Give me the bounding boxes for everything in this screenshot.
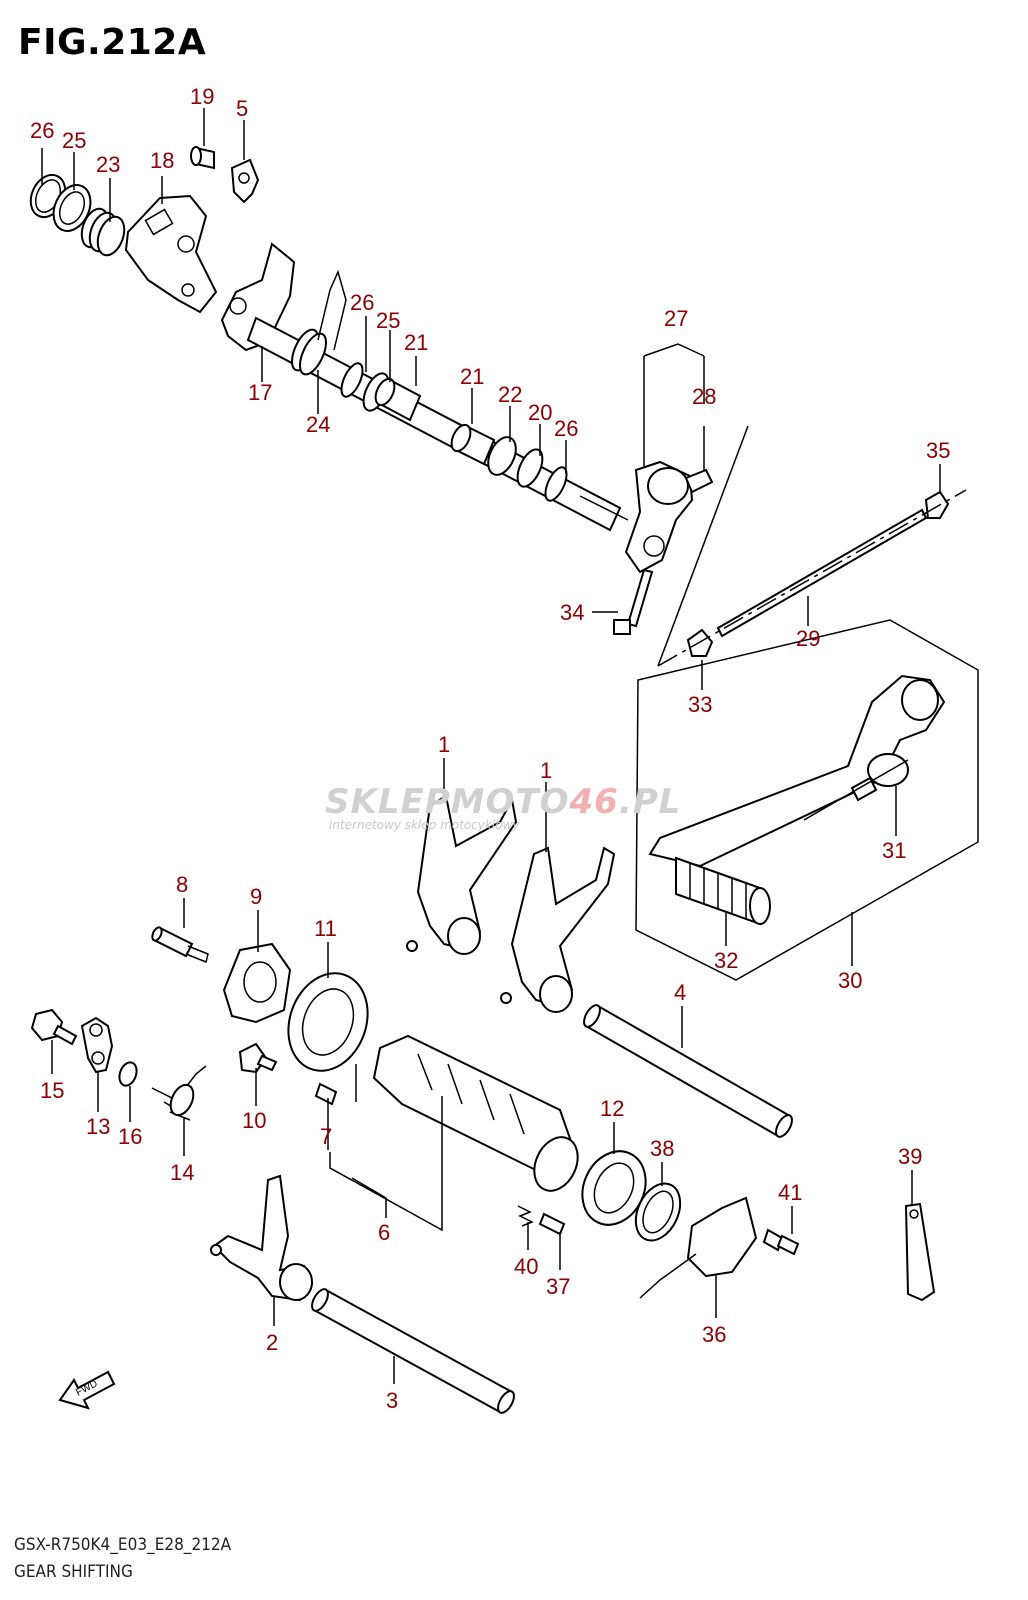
callout-1: 1 (438, 732, 450, 757)
part-20-washer-b[interactable] (512, 446, 547, 491)
part-13-stopper[interactable] (80, 1016, 114, 1074)
part-14-spring[interactable] (151, 1065, 207, 1121)
part-18-stopper-plate[interactable] (124, 194, 218, 314)
part-25-washer[interactable] (46, 179, 97, 237)
callout-35: 35 (926, 438, 950, 463)
callout-19: 19 (190, 84, 214, 109)
part-10-bolt[interactable] (238, 1042, 278, 1074)
callout-15: 15 (40, 1078, 64, 1103)
part-12-bearing[interactable] (571, 1141, 657, 1235)
part-7-pin[interactable] (314, 1082, 338, 1106)
part-32-footrest-rubber[interactable] (675, 856, 771, 926)
callout-14: 14 (170, 1160, 194, 1185)
callout-2: 2 (266, 1330, 278, 1355)
part-41-screw[interactable] (762, 1228, 800, 1256)
callout-22: 22 (498, 382, 522, 407)
callout-7: 7 (320, 1124, 332, 1149)
part-34-bolt[interactable] (613, 568, 654, 635)
callout-12: 12 (600, 1096, 624, 1121)
callout-33: 33 (688, 692, 712, 717)
part-24-return-spring[interactable] (287, 269, 347, 378)
part-26-circlip-end[interactable] (541, 464, 571, 503)
part-23-spring[interactable] (77, 205, 129, 259)
part-28-ball-joint[interactable] (647, 467, 714, 505)
callout-25: 25 (62, 128, 86, 153)
callout-11: 11 (314, 916, 337, 941)
part-35-nut[interactable] (924, 490, 950, 519)
part-16-washer[interactable] (116, 1060, 139, 1088)
callout-31: 31 (882, 838, 906, 863)
callout-21: 21 (404, 330, 428, 355)
callout-34: 34 (560, 600, 584, 625)
model-code: GSX-R750K4_E03_E28_212A (14, 1535, 232, 1555)
part-21-bush-a[interactable] (372, 376, 422, 422)
callout-labels: 26 25 23 18 19 5 17 24 26 25 21 21 22 20… (30, 84, 950, 1413)
part-40-spring[interactable] (517, 1205, 534, 1227)
part-38-washer[interactable] (627, 1176, 689, 1247)
callout-38: 38 (650, 1136, 674, 1161)
part-4-fork-shaft[interactable] (581, 1003, 795, 1140)
callout-9: 9 (250, 884, 262, 909)
part-33-nut[interactable] (686, 628, 714, 657)
callout-20: 20 (528, 400, 552, 425)
callout-40: 40 (514, 1254, 538, 1279)
figure-name: GEAR SHIFTING (14, 1562, 133, 1582)
callout-18: 18 (150, 148, 174, 173)
part-6-gearshift-cam[interactable] (372, 1034, 586, 1198)
callout-23: 23 (96, 152, 120, 177)
callout-32: 32 (714, 948, 738, 973)
part-1-shift-fork-b[interactable] (500, 846, 616, 1013)
callout-24: 24 (306, 412, 330, 437)
part-30-gearshift-lever[interactable] (648, 674, 946, 868)
part-26-circlip-mid[interactable] (337, 360, 367, 399)
callout-10: 10 (242, 1108, 266, 1133)
callout-16: 16 (118, 1124, 142, 1149)
fwd-arrow-icon: FWD (58, 1370, 116, 1410)
part-1-shift-fork-a[interactable] (406, 794, 518, 955)
callout-4: 4 (674, 980, 686, 1005)
callout-28: 28 (692, 384, 716, 409)
callout-21: 21 (460, 364, 484, 389)
callout-26: 26 (350, 290, 374, 315)
part-5-lock-washer[interactable] (230, 158, 260, 204)
part-9-cam-driven-gear[interactable] (222, 942, 292, 1024)
part-8-pin[interactable] (150, 926, 209, 964)
callout-3: 3 (386, 1388, 398, 1413)
callout-39: 39 (898, 1144, 922, 1169)
part-3-fork-shaft[interactable] (309, 1287, 517, 1416)
callout-30: 30 (838, 968, 862, 993)
callout-8: 8 (176, 872, 188, 897)
part-39-clamp[interactable] (904, 1202, 936, 1302)
callout-17: 17 (248, 380, 272, 405)
callout-25: 25 (376, 308, 400, 333)
part-17-shift-shaft[interactable] (220, 242, 629, 532)
part-15-bolt[interactable] (30, 1008, 78, 1046)
callout-1: 1 (540, 758, 552, 783)
part-2-shift-fork-c[interactable] (210, 1174, 314, 1302)
leader-lines (41, 108, 941, 1384)
callout-27: 27 (664, 306, 688, 331)
callout-29: 29 (796, 626, 820, 651)
part-19-bolt[interactable] (190, 146, 215, 170)
callout-37: 37 (546, 1274, 570, 1299)
figure-title: FIG.212A (18, 22, 207, 63)
callout-13: 13 (86, 1114, 110, 1139)
callout-36: 36 (702, 1322, 726, 1347)
callout-26: 26 (30, 118, 54, 143)
callout-41: 41 (778, 1180, 802, 1205)
callout-5: 5 (236, 96, 248, 121)
part-37-pin[interactable] (538, 1212, 566, 1236)
part-11-bearing[interactable] (275, 962, 381, 1082)
callout-26: 26 (554, 416, 578, 441)
part-36-gear-position-switch[interactable] (639, 1196, 758, 1299)
part-29-link-rod[interactable] (716, 508, 928, 638)
part-21-bush-b[interactable] (448, 422, 496, 466)
callout-6: 6 (378, 1220, 390, 1245)
